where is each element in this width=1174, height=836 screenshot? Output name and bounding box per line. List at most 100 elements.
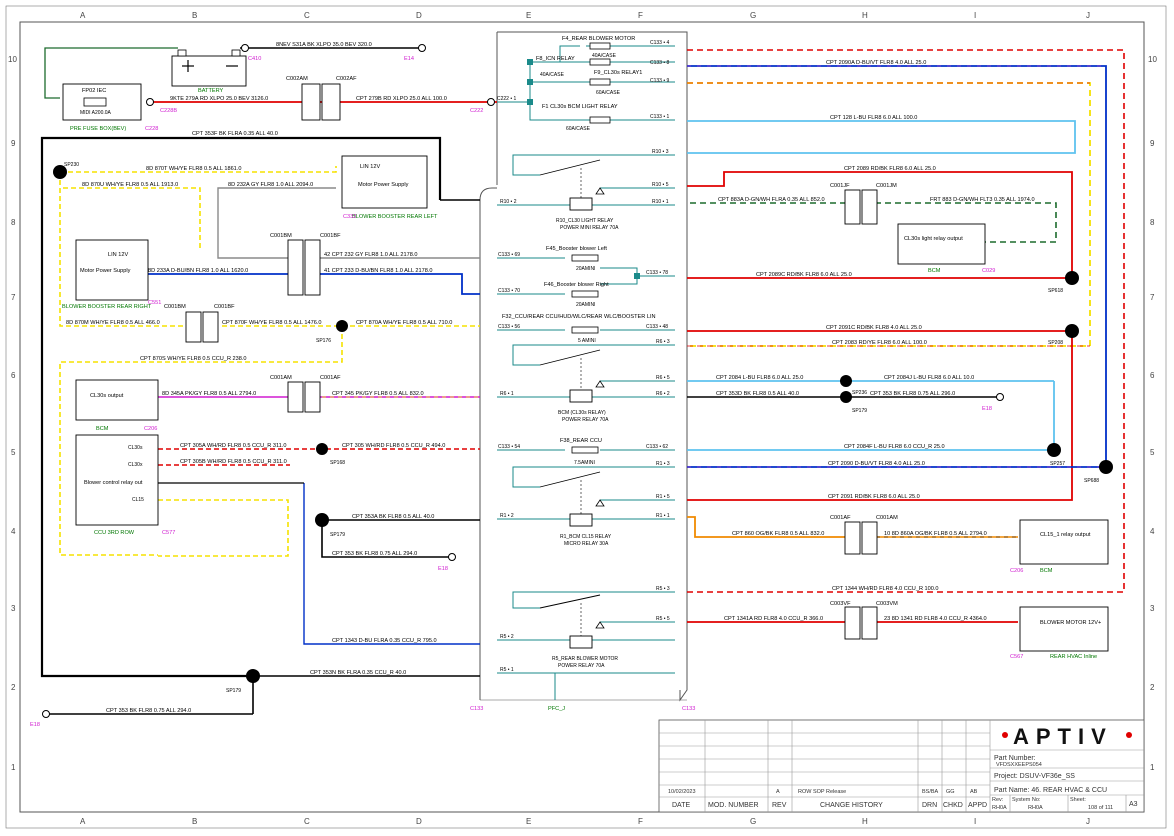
col-rev: REV bbox=[772, 802, 787, 809]
history-appd: AB bbox=[970, 789, 978, 795]
grid-col-d-bottom: D bbox=[416, 817, 422, 826]
fuse-relay-box bbox=[479, 31, 688, 702]
fuse-f1-label: F1 CL30s BCM LIGHT RELAY bbox=[542, 104, 618, 110]
pin-r6-3: R6 • 3 bbox=[656, 339, 670, 345]
fuse-f9-label: F9_CL30s RELAY1 bbox=[594, 70, 642, 76]
conn-c206-right: C206 bbox=[1010, 568, 1023, 574]
conn-c001af: C001AF bbox=[320, 375, 341, 381]
conn-c222: C222 bbox=[470, 108, 483, 114]
pin-c222-1: C222 • 1 bbox=[497, 96, 516, 102]
pin-r5-1: R5 • 1 bbox=[500, 667, 514, 673]
fuse-relay-labels: F4_REAR BLOWER MOTOR 40A/CASE F8_ICN REL… bbox=[502, 36, 656, 669]
fp02-label: FP02 IEC bbox=[82, 88, 106, 94]
pin-labels: C133 • 4 C133 • 8 C133 • 9 C133 • 1 R10 … bbox=[497, 40, 670, 673]
grid-row-labels: 10 9 8 7 6 5 4 3 2 1 10 9 8 7 6 5 4 3 2 … bbox=[8, 55, 1157, 772]
wire-label-232: 42 CPT 232 GY FLR8 1.0 ALL 2178.0 bbox=[324, 252, 418, 258]
pin-c133-69: C133 • 69 bbox=[498, 252, 520, 258]
grid-col-i-top: I bbox=[974, 11, 976, 20]
blower-motor-label: BLOWER MOTOR 12V+ bbox=[1040, 620, 1101, 626]
conn-c206: C206 bbox=[144, 426, 157, 432]
blower-right-name: BLOWER BOOSTER REAR RIGHT bbox=[62, 304, 152, 310]
conn-c001am-right: C001AM bbox=[876, 515, 898, 521]
pin-r1-2: R1 • 2 bbox=[500, 513, 514, 519]
relay-r1-symbol bbox=[539, 471, 605, 527]
splice-sp179-a: SP179 bbox=[330, 532, 345, 538]
conn-c001bf: C001BF bbox=[320, 233, 341, 239]
wire-label-279b: CPT 279B RD XLPO 25.0 ALL 100.0 bbox=[356, 96, 447, 102]
pin-r6-1: R6 • 1 bbox=[500, 391, 514, 397]
conn-c001am: C001AM bbox=[270, 375, 292, 381]
blower-left-title: LIN 12V bbox=[360, 164, 380, 170]
wire-label-2084f: CPT 2084F L-BU FLR8 6.0 CCU_R 25.0 bbox=[844, 444, 945, 450]
wire-label-233a: 8D 233A D-BU/BN FLR8 1.0 ALL 1620.0 bbox=[148, 268, 248, 274]
wire-label-9kte: 9KTE 279A RD XLPO 25.0 BEV 3126.0 bbox=[170, 96, 268, 102]
ccu-3rd-row-label: CCU 3RD ROW bbox=[94, 530, 135, 536]
grid-row-3-right: 3 bbox=[1150, 604, 1155, 613]
splice-sp688: SP688 bbox=[1084, 478, 1099, 484]
grid-row-5-right: 5 bbox=[1150, 448, 1155, 457]
grid-col-j-top: J bbox=[1086, 11, 1090, 20]
col-drn: DRN bbox=[922, 802, 937, 809]
fuse-f45-rating: 20AMINI bbox=[576, 266, 595, 272]
fp02-fuse-label: MIDI A200.0A bbox=[80, 110, 112, 116]
grid-col-g-top: G bbox=[750, 11, 756, 20]
wire-label-1343: CPT 1343 D-BU FLRA 0.35 CCU_R 795.0 bbox=[332, 638, 437, 644]
relay-r1-label: R1_BCM CL15 RELAY bbox=[560, 534, 612, 540]
grid-row-7-right: 7 bbox=[1150, 293, 1155, 302]
wire-label-2091: CPT 2091 RD/BK FLR8 6.0 ALL 25.0 bbox=[828, 494, 920, 500]
pin-c133-48: C133 • 48 bbox=[646, 324, 668, 330]
conn-c228b: C228B bbox=[160, 108, 177, 114]
splice-sp257: SP257 bbox=[1050, 461, 1065, 467]
grid-col-c-top: C bbox=[304, 11, 310, 20]
wire-label-2090a: CPT 2090A D-BU/VT FLR8 4.0 ALL 25.0 bbox=[826, 60, 926, 66]
wire-label-353f: CPT 353F BK FLRA 0.35 ALL 40.0 bbox=[192, 131, 278, 137]
aptiv-logo-dot-right bbox=[1126, 732, 1132, 738]
wire-label-870t: 8D 870T WH/YE FLR8 0.5 ALL 1861.0 bbox=[146, 166, 241, 172]
blower-right-sub: Motor Power Supply bbox=[80, 268, 131, 274]
wire-label-353-e18-right: CPT 353 BK FLR8 0.75 ALL 296.0 bbox=[870, 391, 955, 397]
wire-label-2090: CPT 2090 D-BU/VT FLR8 4.0 ALL 25.0 bbox=[828, 461, 925, 467]
wire-label-870a: CPT 870A WH/YE FLR8 0.5 ALL 710.0 bbox=[356, 320, 452, 326]
grid-row-4-right: 4 bbox=[1150, 527, 1155, 536]
splice-sp230: SP230 bbox=[64, 162, 79, 168]
rev-value: RH0A bbox=[992, 805, 1007, 811]
splice-sp618: SP618 bbox=[1048, 288, 1063, 294]
conn-c002am: C002AM bbox=[286, 76, 308, 82]
grid-col-f-top: F bbox=[638, 11, 643, 20]
splice-dots bbox=[53, 165, 1113, 683]
relay-r10-symbol bbox=[539, 159, 605, 211]
conn-c228: C228 bbox=[145, 126, 158, 132]
midi-fuse-symbol bbox=[83, 97, 107, 107]
ground-terminals bbox=[42, 44, 1004, 718]
rev-label: Rev: bbox=[992, 797, 1004, 803]
pin-r5-5: R5 • 5 bbox=[656, 616, 670, 622]
conn-e14: E14 bbox=[404, 56, 414, 62]
pin-c133-1: C133 • 1 bbox=[650, 114, 669, 120]
wire-label-2083: CPT 2083 RD/YE FLR8 6.0 ALL 100.0 bbox=[832, 340, 927, 346]
relay-symbols bbox=[539, 159, 605, 649]
wire-label-232a: 8D 232A GY FLR8 1.0 ALL 2094.0 bbox=[228, 182, 313, 188]
sheet-value: 108 of 111 bbox=[1088, 805, 1113, 811]
splice-sp208: SP208 bbox=[1048, 340, 1063, 346]
pin-c133-62: C133 • 62 bbox=[646, 444, 668, 450]
pin-c133-4: C133 • 4 bbox=[650, 40, 669, 46]
grid-row-2-right: 2 bbox=[1150, 683, 1155, 692]
fuse-f38-rating: 7.5AMINI bbox=[574, 460, 595, 466]
wire-label-1344: CPT 1344 WH/RD FLR8 4.0 CCU_R 100.0 bbox=[832, 586, 939, 592]
grid-row-9-right: 9 bbox=[1150, 139, 1155, 148]
grid-row-6-left: 6 bbox=[11, 371, 16, 380]
wire-label-870f: CPT 870F WH/YE FLR8 0.5 ALL 1476.0 bbox=[222, 320, 322, 326]
part-name-label: Part Name: 46. REAR HVAC & CCU bbox=[994, 787, 1107, 794]
rear-hvac-label: REAR HVAC Inline bbox=[1050, 654, 1097, 660]
cl15-pin-label: CL15 bbox=[132, 497, 144, 503]
sheet-size: A3 bbox=[1129, 801, 1138, 808]
battery-symbol bbox=[177, 49, 241, 72]
wire-label-305a: CPT 305A WH/RD FLR8 0.5 CCU_R 311.0 bbox=[180, 443, 286, 449]
history-change: ROW SOP Release bbox=[798, 789, 846, 795]
grid-col-e-bottom: E bbox=[526, 817, 531, 826]
conn-c551: C551 bbox=[148, 300, 161, 306]
pin-c133-78: C133 • 78 bbox=[646, 270, 668, 276]
conn-e18-right: E18 bbox=[982, 406, 992, 412]
sheet-label: Sheet: bbox=[1070, 797, 1086, 803]
relay-r10-type: POWER MINI RELAY 70A bbox=[560, 225, 619, 231]
